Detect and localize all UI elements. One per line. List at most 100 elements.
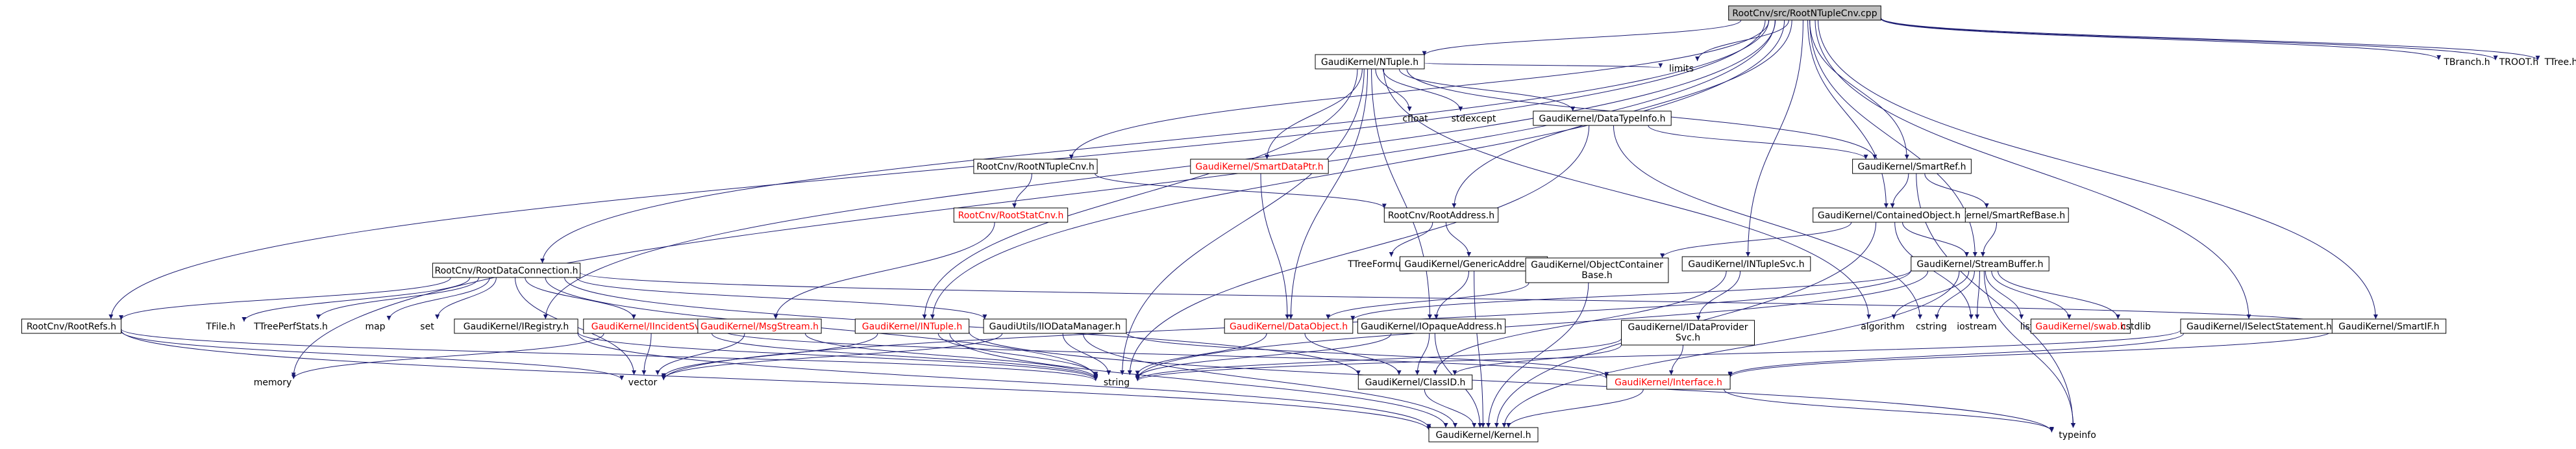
node-gk-iselectstatement[interactable]: GaudiKernel/ISelectStatement.h — [2180, 318, 2338, 334]
node-gk-streambuffer[interactable]: GaudiKernel/StreamBuffer.h — [1911, 256, 2050, 272]
node-gk-ntuple[interactable]: GaudiKernel/NTuple.h — [1315, 54, 1425, 70]
edge-gk-idataprovidersvc-to-gk-interface — [1668, 344, 1683, 376]
node-label: GaudiKernel/GenericAddress.h — [1404, 259, 1542, 270]
edge-rc-rootdataconnection-to-rc-rootrefs — [119, 277, 451, 320]
node-label: map — [365, 322, 385, 332]
node-gk-genericaddress[interactable]: GaudiKernel/GenericAddress.h — [1399, 256, 1548, 272]
edge-gk-idataprovidersvc-to-gk-classid — [1452, 344, 1622, 376]
edge-root-to-ttree — [1880, 18, 2540, 61]
edge-gk-genericaddress-to-gk-kernel — [1474, 270, 1485, 428]
node-box — [1525, 257, 1669, 283]
edge-gk-iincidentsvc-to-gk-interface — [721, 329, 1609, 379]
dependency-edges — [108, 18, 2540, 433]
node-rc-rootrefs[interactable]: RootCnv/RootRefs.h — [21, 318, 122, 334]
edge-rc-rootstatcnv-to-gk-msgstream — [773, 222, 995, 320]
node-box — [953, 207, 1069, 223]
node-root[interactable]: RootCnv/src/RootNTupleCnv.cpp — [1728, 5, 1881, 21]
edge-gk-smartif-to-gk-interface — [1728, 330, 2333, 378]
node-gk-containedobject[interactable]: GaudiKernel/ContainedObject.h — [1813, 207, 1966, 223]
node-gk-datatypeinfo[interactable]: GaudiKernel/DataTypeInfo.h — [1533, 110, 1672, 126]
node-cstring: cstring — [1916, 322, 1947, 332]
edge-rc-rootdataconnection-to-tfile — [242, 277, 471, 322]
node-rc-rootntuplecnv[interactable]: RootCnv/RootNTupleCnv.h — [973, 159, 1098, 174]
node-label: RootCnv/src/RootNTupleCnv.cpp — [1732, 8, 1877, 19]
edge-gk-ntuple-to-gk-dataobject — [1288, 68, 1368, 320]
node-string: string — [1104, 378, 1130, 388]
edge-rc-rootntuplecnv-to-rc-rootstatcnv — [1012, 173, 1032, 209]
node-box — [1911, 256, 2050, 272]
node-stdexcept: stdexcept — [1452, 114, 1496, 124]
node-label: GaudiKernel/IIncidentSvc.h — [591, 322, 714, 332]
node-label: RootCnv/RootNTupleCnv.h — [976, 162, 1094, 172]
edge-gk-msgstream-to-string — [804, 333, 1098, 379]
node-typeinfo: typeinfo — [2059, 430, 2096, 441]
node-rc-rootaddress[interactable]: RootCnv/RootAddress.h — [1383, 207, 1499, 223]
node-label: memory — [254, 378, 292, 388]
node-gk-interface[interactable]: GaudiKernel/Interface.h — [1606, 374, 1731, 390]
node-label: vector — [628, 378, 658, 388]
edge-gk-ntuple-to-limits — [1424, 62, 1663, 68]
edge-root-to-gk-intuple — [930, 19, 1785, 320]
edge-gk-dataobject-to-gk-classid — [1304, 333, 1402, 376]
node-label: Svc.h — [1676, 333, 1700, 343]
edge-gk-msgstream-to-vector — [655, 333, 745, 376]
node-label: iostream — [1957, 322, 1997, 332]
node-box — [1357, 318, 1506, 334]
node-gk-intuple[interactable]: GaudiKernel/INTuple.h — [854, 318, 970, 334]
node-rc-rootstatcnv[interactable]: RootCnv/RootStatCnv.h — [953, 207, 1069, 223]
edge-gk-datatypeinfo-to-gk-smartref — [1648, 125, 1868, 160]
node-gk-kernel[interactable]: GaudiKernel/Kernel.h — [1428, 427, 1539, 443]
edge-gk-intuple-to-gk-kernel — [949, 333, 1448, 428]
node-label: TROOT.h — [2499, 57, 2539, 68]
node-gk-iopaqueaddress[interactable]: GaudiKernel/IOpaqueAddress.h — [1357, 318, 1506, 334]
edge-rc-rootdataconnection-to-gk-smartif — [580, 272, 2334, 325]
node-box — [1621, 320, 1755, 346]
node-label: typeinfo — [2059, 430, 2096, 441]
node-label: TBranch.h — [2443, 57, 2490, 68]
node-box — [454, 318, 578, 334]
edge-rc-rootntuplecnv-to-rc-rootaddress — [1095, 173, 1387, 209]
edge-rc-rootdataconnection-to-gu-iiodatamanager — [576, 277, 987, 320]
node-label: GaudiKernel/ClassID.h — [1365, 378, 1466, 388]
node-box — [983, 318, 1127, 334]
edge-gk-iselectstatement-to-string — [1135, 329, 2181, 381]
edge-gk-streambuffer-to-gk-kernel — [1502, 270, 1960, 428]
node-cstdlib: cstdlib — [2121, 322, 2151, 332]
node-gk-msgstream[interactable]: GaudiKernel/MsgStream.h — [697, 318, 822, 334]
edge-root-to-tbranch — [1880, 18, 2442, 60]
node-gk-classid[interactable]: GaudiKernel/ClassID.h — [1357, 374, 1473, 390]
node-algorithm: algorithm — [1861, 322, 1905, 332]
node-rc-rootdataconnection[interactable]: RootCnv/RootDataConnection.h — [432, 263, 581, 278]
edge-gk-iselectstatement-to-gk-interface — [1728, 333, 2185, 377]
node-box — [1428, 427, 1539, 443]
edge-gk-iincidentsvc-to-vector — [641, 333, 652, 376]
node-box — [1606, 374, 1731, 390]
node-label: GaudiKernel/SmartIF.h — [2338, 322, 2439, 332]
node-gk-smartref[interactable]: GaudiKernel/SmartRef.h — [1852, 159, 1972, 174]
node-gk-dataobject[interactable]: GaudiKernel/DataObject.h — [1224, 318, 1354, 334]
node-label: RootCnv/RootRefs.h — [27, 322, 116, 332]
node-gu-iiodatamanager[interactable]: GaudiUtils/IIODataManager.h — [983, 318, 1127, 334]
node-gk-smartdataptr[interactable]: GaudiKernel/SmartDataPtr.h — [1190, 159, 1329, 174]
edge-gu-iiodatamanager-to-string — [1062, 333, 1111, 376]
edge-gk-dataobject-to-string — [1135, 333, 1267, 376]
edge-root-to-gk-iselectstatement — [1814, 19, 2251, 320]
node-gk-iincidentsvc[interactable]: GaudiKernel/IIncidentSvc.h — [583, 318, 722, 334]
edge-gk-ntuple-to-gk-intuple — [922, 68, 1358, 320]
node-label: GaudiKernel/Kernel.h — [1435, 430, 1531, 441]
edge-gk-streambuffer-to-algorithm — [1891, 270, 1970, 320]
node-gk-iregistry[interactable]: GaudiKernel/IRegistry.h — [454, 318, 578, 334]
node-gk-smartif[interactable]: GaudiKernel/SmartIF.h — [2331, 318, 2447, 334]
node-gk-swab[interactable]: GaudiKernel/swab.h — [2030, 318, 2131, 334]
node-box — [1533, 110, 1672, 126]
node-label: set — [420, 322, 434, 332]
node-label: limits — [1669, 64, 1694, 74]
node-label: GaudiKernel/ObjectContainer — [1531, 260, 1663, 270]
node-label: TFile.h — [205, 322, 235, 332]
node-label: cstdlib — [2121, 322, 2151, 332]
node-box — [1813, 207, 1966, 223]
node-gk-intuplesvc[interactable]: GaudiKernel/INTupleSvc.h — [1681, 256, 1811, 272]
